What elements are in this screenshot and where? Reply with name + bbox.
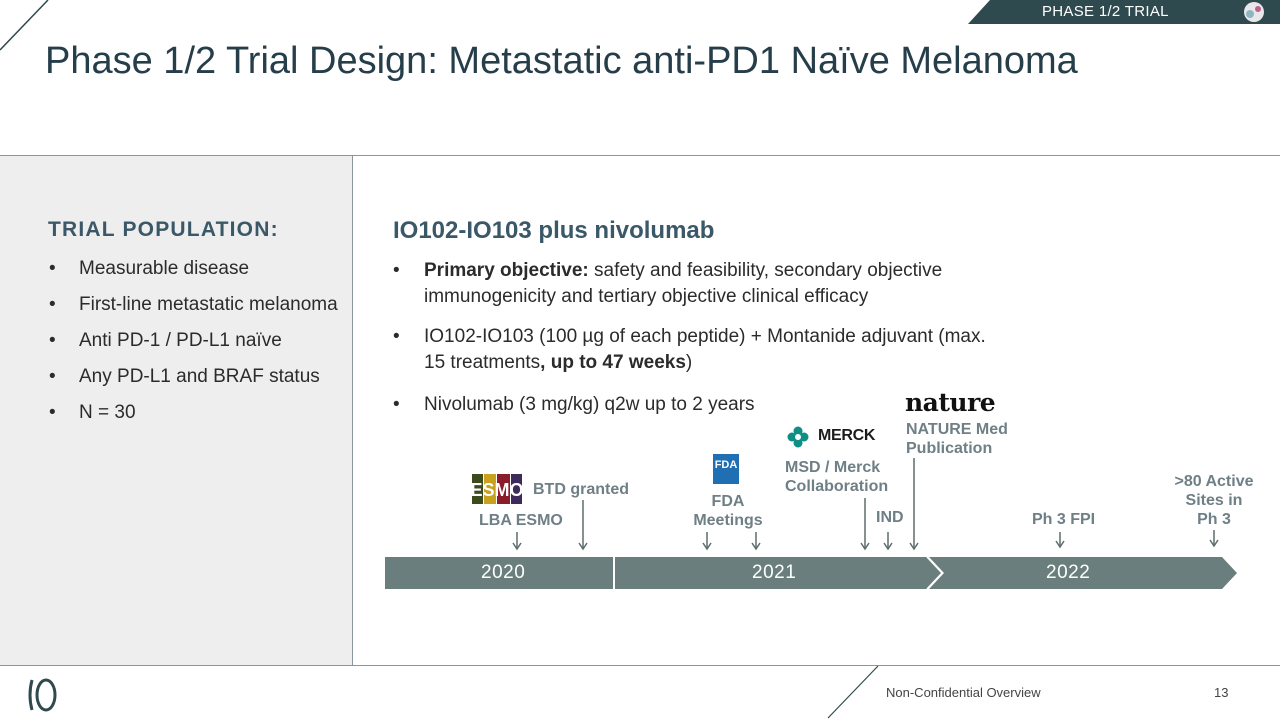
list-item: •First-line metastatic melanoma: [49, 294, 338, 315]
left-panel: [0, 156, 352, 665]
lba-esmo-label: LBA ESMO: [479, 512, 563, 529]
phase-tag-banner: [968, 0, 1280, 24]
ind-label: IND: [876, 509, 904, 526]
esmo-logo: ESMO: [472, 474, 522, 504]
year-2021-label: 2021: [752, 562, 797, 583]
page-title: Phase 1/2 Trial Design: Metastatic anti-…: [45, 40, 1078, 82]
phase-tag-label: PHASE 1/2 TRIAL: [1042, 3, 1169, 20]
btd-granted-label: BTD granted: [533, 481, 629, 498]
footer-label: Non-Confidential Overview: [886, 685, 1041, 700]
io-logo: [28, 678, 57, 712]
top-divider: [0, 155, 1280, 156]
population-list: •Measurable disease •First-line metastat…: [48, 256, 348, 436]
ph3-fpi-label: Ph 3 FPI: [1032, 511, 1096, 528]
fda-logo: FDA: [713, 454, 739, 484]
year-2022-label: 2022: [1046, 562, 1091, 583]
timeline-segment-2020: [385, 557, 613, 589]
nature-wordmark: nature: [905, 388, 996, 417]
population-heading: TRIAL POPULATION:: [48, 218, 279, 241]
nivolumab-bullet: • Nivolumab (3 mg/kg) q2w up to 2 years: [393, 394, 755, 415]
bottom-divider: [0, 665, 1280, 666]
merck-logo: [787, 426, 809, 448]
list-item: •N = 30: [49, 402, 136, 423]
treatment-bullet: • IO102-IO103 (100 µg of each peptide) +…: [393, 326, 986, 373]
page-number: 13: [1214, 685, 1229, 700]
list-item: •Anti PD-1 / PD-L1 naïve: [49, 330, 282, 351]
objective-bullet: • Primary objective: safety and feasibil…: [393, 260, 943, 307]
timeline-arrows: [512, 458, 1219, 551]
timeline-segment-2022: [929, 557, 1237, 589]
list-item: •Any PD-L1 and BRAF status: [49, 366, 320, 387]
list-item: •Measurable disease: [49, 258, 250, 279]
timeline-segment-2021: [615, 557, 942, 589]
corner-decoration: [0, 0, 49, 51]
panel-divider: [352, 156, 353, 665]
merck-wordmark: MERCK: [818, 427, 876, 444]
regimen-heading: IO102-IO103 plus nivolumab: [393, 217, 715, 244]
svg-text:ESMO: ESMO: [472, 480, 522, 500]
year-2020-label: 2020: [481, 562, 526, 583]
